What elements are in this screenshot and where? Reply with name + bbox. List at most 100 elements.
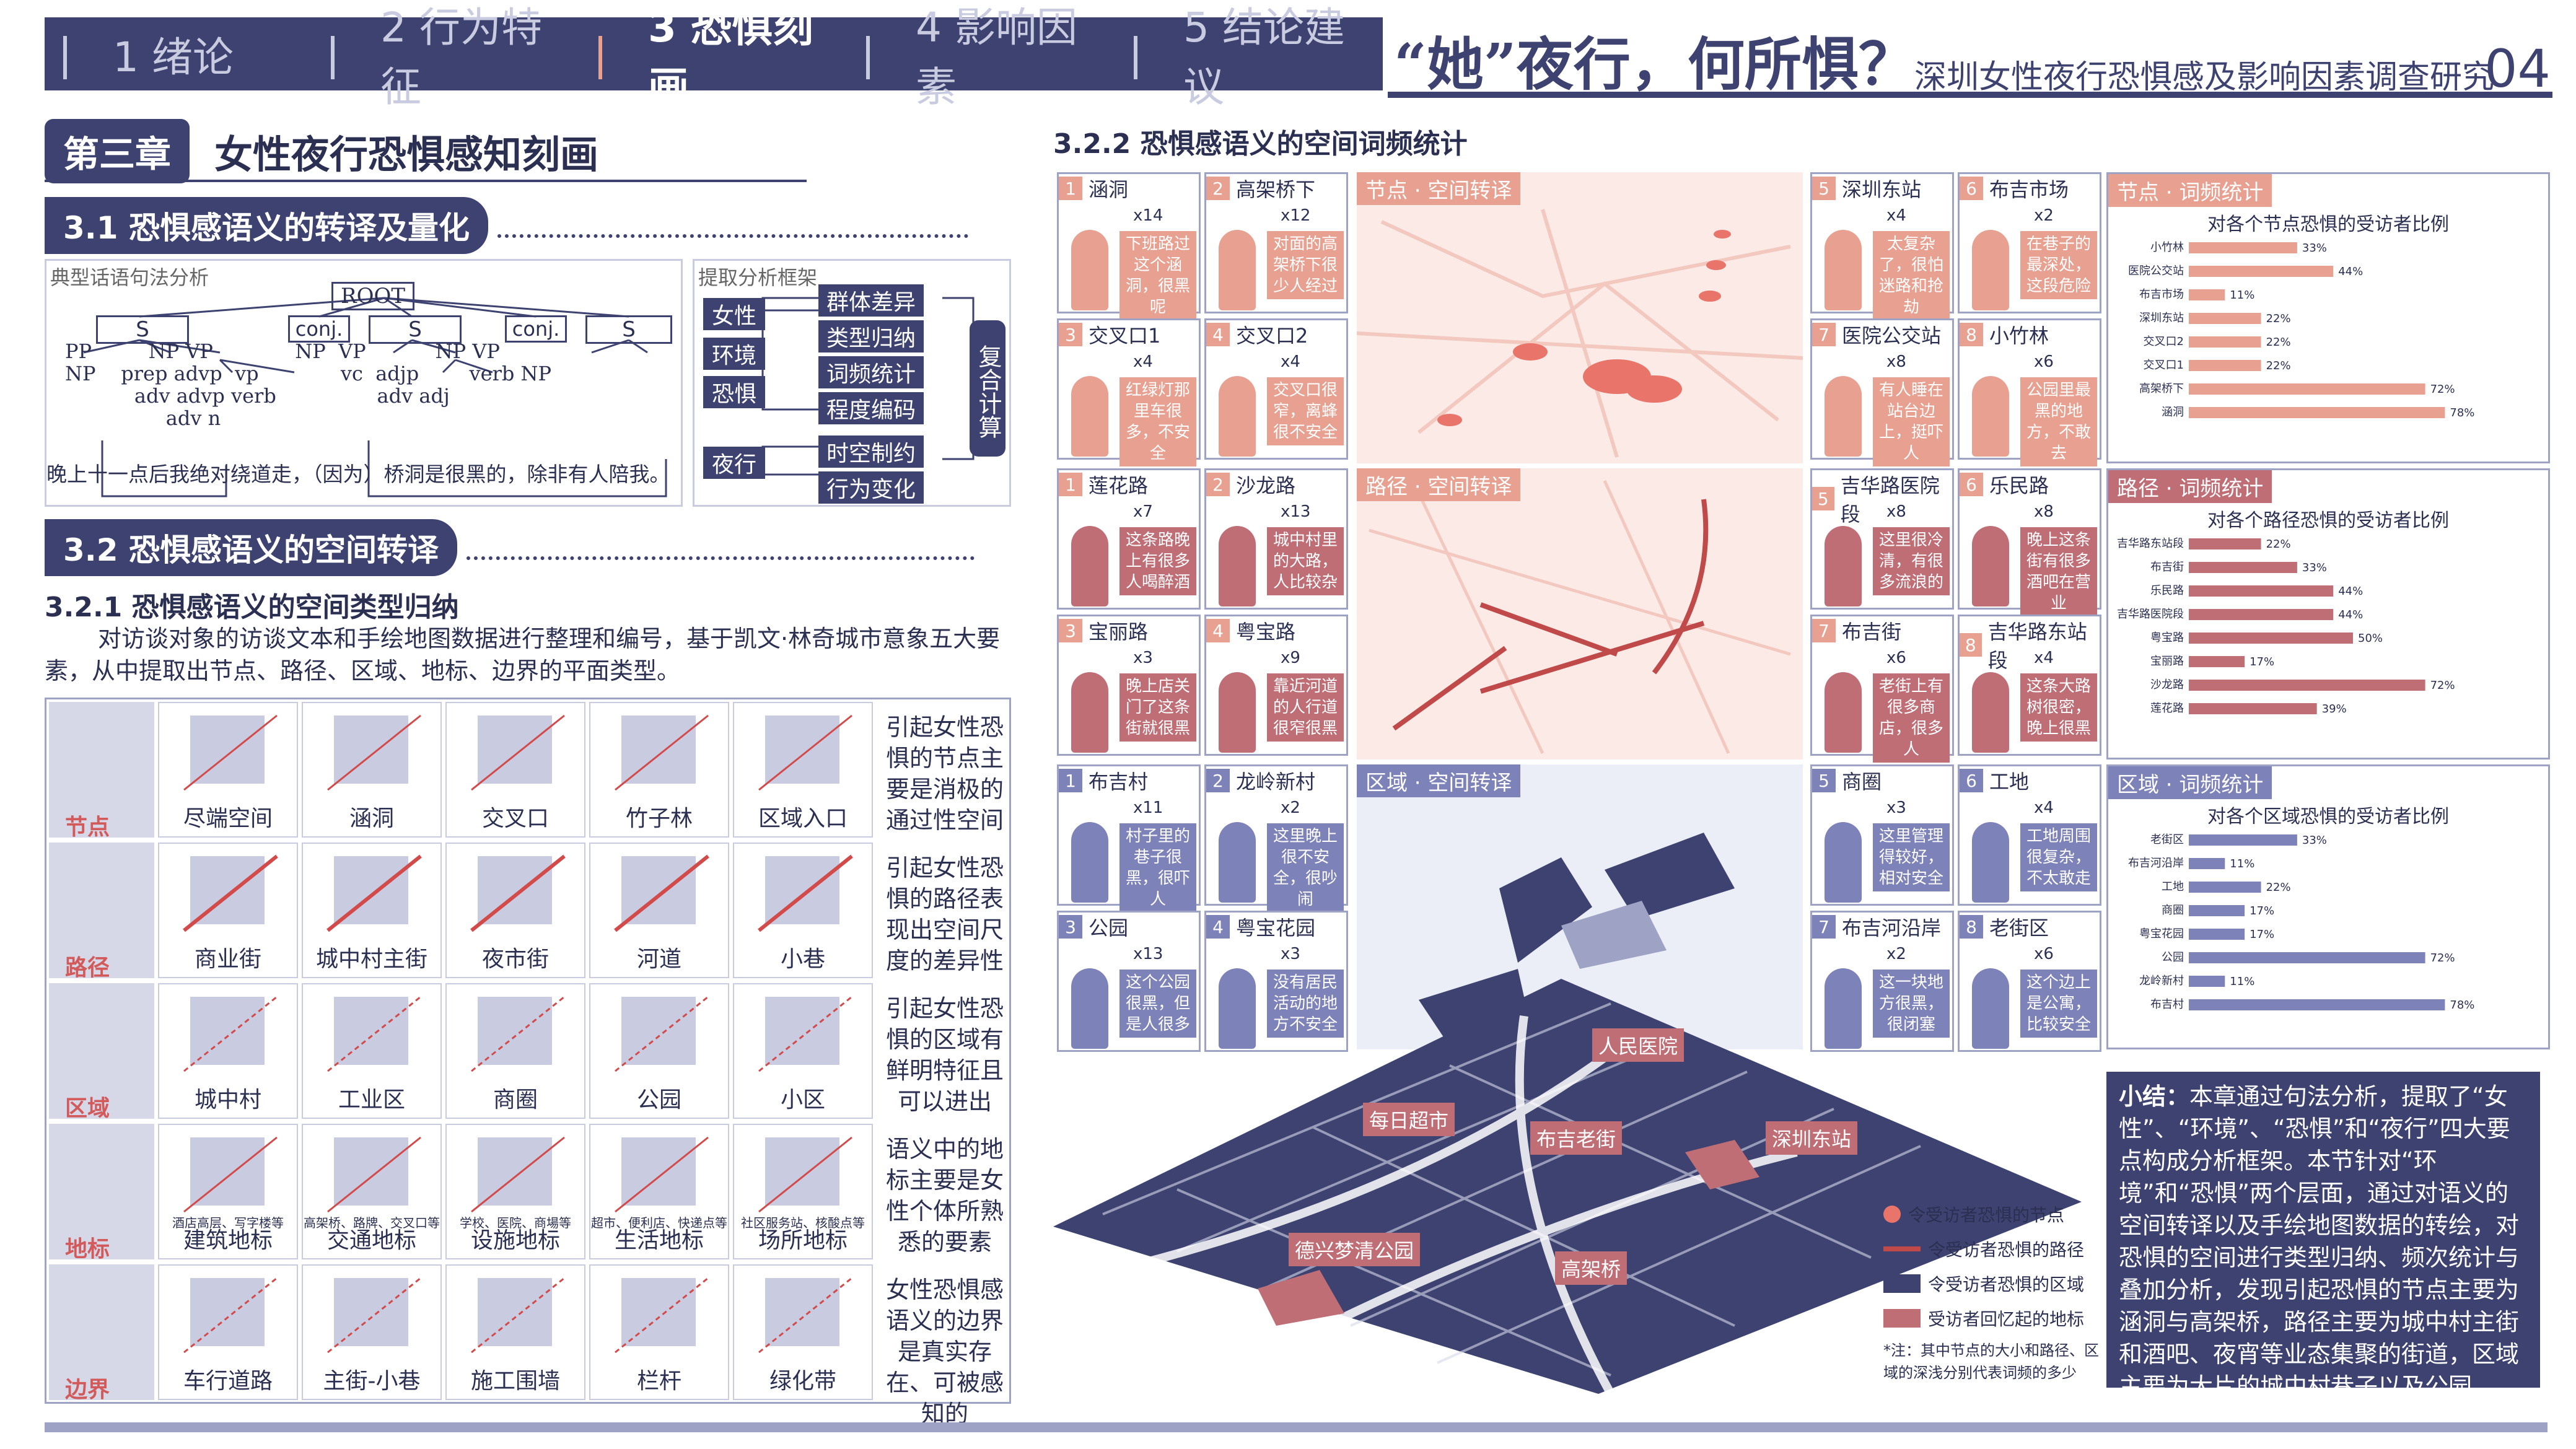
type-cell: 涵洞 xyxy=(302,702,442,838)
type-diagram xyxy=(758,1277,852,1354)
mention-count: x4 xyxy=(1281,352,1300,371)
woman-figure-icon xyxy=(1071,822,1108,903)
card-number: 5 xyxy=(1812,769,1836,792)
card-number: 4 xyxy=(1206,915,1230,939)
value-label: 72% xyxy=(2430,952,2455,965)
type-label: 施工围墙 xyxy=(470,1368,560,1394)
summary-box: 小结：本章通过句法分析，提取了“女性”、“环境”、“恐惧”和“夜行”四大要点构成… xyxy=(2106,1072,2540,1400)
category-label: 布吉村 xyxy=(2150,998,2184,1011)
nav-item-3[interactable]: 3 恐惧刻画 xyxy=(580,4,848,111)
bar xyxy=(2189,609,2334,620)
type-diagram xyxy=(327,714,421,791)
row-label: 边界 xyxy=(65,1377,110,1403)
type-note: 酒店高层、写字楼等 xyxy=(172,1215,284,1230)
type-diagram xyxy=(183,714,278,791)
value-label: 17% xyxy=(2250,928,2274,941)
value-label: 22% xyxy=(2266,538,2291,551)
type-label: 河道 xyxy=(636,947,681,972)
nav-item-1[interactable]: 1 绪论 xyxy=(45,17,312,90)
bar xyxy=(2189,633,2353,644)
nav-item-2[interactable]: 2 行为特征 xyxy=(312,4,580,111)
legend-note: *注：其中节点的大小和路径、区域的深浅分别代表词频的多少 xyxy=(1883,1342,2099,1381)
syntax-tree-panel: 典型话语句法分析 ROOT S conj. S conj. S PP NP VP… xyxy=(45,259,683,507)
landmark-label: 布吉老街 xyxy=(1530,1121,1623,1155)
card-number: 4 xyxy=(1206,323,1230,346)
quote-text: 这条路晚上有很多人喝醉酒 xyxy=(1119,527,1196,595)
card-number: 2 xyxy=(1206,769,1230,792)
type-cell: 夜市街 xyxy=(445,843,585,978)
city-base xyxy=(1053,979,2082,1396)
woman-figure-icon xyxy=(1219,672,1256,753)
card-number: 4 xyxy=(1206,619,1230,642)
panel-head: 节点 · 空间转译 xyxy=(1357,172,1521,205)
card-title: 5 商圈 xyxy=(1812,766,1882,795)
row-icon-2 xyxy=(49,983,154,1119)
sample-sentence: 晚上十一点后我绝对绕道走，（因为）桥洞是很黑的，除非有人陪我。 xyxy=(46,462,670,486)
woman-figure-icon xyxy=(1071,230,1108,310)
type-cell: 商圈 xyxy=(445,983,585,1119)
type-label: 交叉口 xyxy=(481,806,549,831)
card-name: 商圈 xyxy=(1842,770,1882,794)
type-label: 设施地标 xyxy=(470,1228,560,1253)
chart-title: 对各个节点恐惧的受访者比例 xyxy=(2207,214,2449,235)
quote-text: 没有居民活动的地方不安全 xyxy=(1267,970,1344,1038)
type-cell: 小区 xyxy=(733,983,873,1119)
value-label: 22% xyxy=(2266,336,2291,349)
type-label: 城中村主街 xyxy=(315,947,427,972)
tree-node: S xyxy=(96,315,189,344)
mention-count: x3 xyxy=(1133,649,1153,667)
nav-item-5[interactable]: 5 结论建议 xyxy=(1115,4,1383,111)
woman-figure-icon xyxy=(1825,526,1862,606)
chapter-title: 女性夜行恐惧感知刻画 xyxy=(214,132,599,177)
type-label: 商圈 xyxy=(493,1087,538,1113)
card-number: 1 xyxy=(1059,177,1082,200)
nav-item-4[interactable]: 4 影响因素 xyxy=(848,4,1115,111)
node-map-panel: 节点 · 空间转译 xyxy=(1356,172,1803,463)
mention-count: x4 xyxy=(1133,352,1153,371)
type-note: 社区服务站、核酸点等 xyxy=(741,1215,865,1230)
chart-panel-head: 区域 · 词频统计 xyxy=(2108,766,2272,799)
value-label: 17% xyxy=(2250,655,2274,668)
type-label: 交通地标 xyxy=(326,1228,416,1253)
quote-text: 村子里的巷子很黑，很吓人 xyxy=(1119,823,1196,913)
mention-count: x6 xyxy=(2034,945,2054,963)
type-cell: 超市、便利店、快递点等生活地标 xyxy=(589,1124,729,1259)
value-label: 78% xyxy=(2450,999,2474,1012)
summary-text: 本章通过句法分析，提取了“女性”、“环境”、“恐惧”和“夜行”四大要点构成分析框… xyxy=(2119,1083,2520,1400)
footer-rule xyxy=(45,1422,2548,1432)
tag-composite: 复合计算 xyxy=(970,320,1005,457)
category-label: 涵洞 xyxy=(2162,406,2184,419)
type-cell: 绿化带 xyxy=(733,1264,873,1400)
woman-figure-icon xyxy=(1972,968,2009,1049)
quote-text: 太复杂了，很怕迷路和抢劫 xyxy=(1873,231,1950,320)
value-label: 39% xyxy=(2322,703,2347,716)
quote-text: 对面的高架桥下很少人经过 xyxy=(1267,231,1344,299)
